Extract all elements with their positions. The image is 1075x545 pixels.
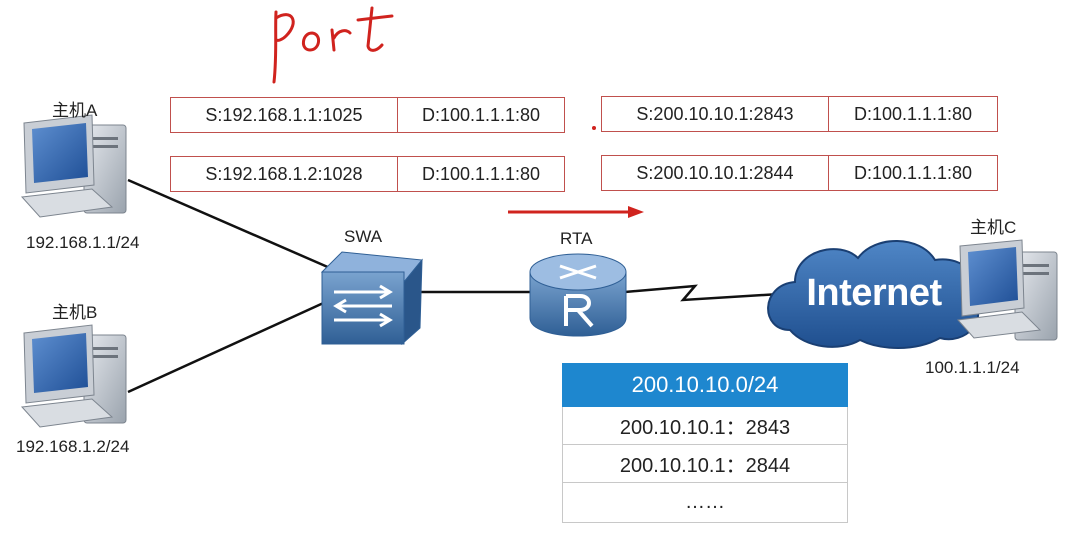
packet-dst: D:100.1.1.1:80	[397, 157, 564, 191]
host-b-pc-icon	[22, 325, 126, 427]
link-hosta-swa	[128, 180, 330, 268]
packet-inside-1: S:192.168.1.1:1025 D:100.1.1.1:80	[170, 97, 565, 133]
host-c-pc-icon	[958, 240, 1057, 340]
packet-src: S:192.168.1.1:1025	[171, 98, 397, 132]
serial-link-rta-internet	[625, 286, 780, 300]
packet-outside-2: S:200.10.10.1:2844 D:100.1.1.1:80	[601, 155, 998, 191]
packet-outside-1: S:200.10.10.1:2843 D:100.1.1.1:80	[601, 96, 998, 132]
packet-dst: D:100.1.1.1:80	[397, 98, 564, 132]
host-a-pc-icon	[22, 115, 126, 217]
host-c-ip: 100.1.1.1/24	[925, 358, 1020, 378]
stray-dot	[592, 126, 596, 130]
host-a-name: 主机A	[52, 96, 97, 121]
handwritten-port-annotation	[274, 8, 392, 82]
router-label: RTA	[560, 229, 592, 249]
router-icon	[530, 254, 626, 336]
packet-src: S:200.10.10.1:2843	[602, 97, 828, 131]
switch-icon	[322, 252, 422, 344]
packet-dst: D:100.1.1.1:80	[828, 97, 997, 131]
nat-table-row: 200.10.10.1：2844	[562, 445, 848, 483]
host-c-name: 主机C	[970, 213, 1016, 238]
host-b-ip: 192.168.1.2/24	[16, 437, 129, 457]
nat-table-row: ……	[562, 483, 848, 523]
packet-inside-2: S:192.168.1.2:1028 D:100.1.1.1:80	[170, 156, 565, 192]
nat-table: 200.10.10.0/24 200.10.10.1：2843 200.10.1…	[562, 363, 848, 523]
host-a-ip: 192.168.1.1/24	[26, 233, 139, 253]
nat-table-row: 200.10.10.1：2843	[562, 407, 848, 445]
nat-table-header: 200.10.10.0/24	[562, 363, 848, 407]
host-b-name: 主机B	[52, 298, 97, 323]
switch-label: SWA	[344, 227, 382, 247]
internet-label: Internet	[794, 272, 954, 315]
packet-dst: D:100.1.1.1:80	[828, 156, 997, 190]
packet-src: S:200.10.10.1:2844	[602, 156, 828, 190]
flow-arrow	[508, 206, 644, 218]
link-hostb-swa	[128, 300, 330, 392]
packet-src: S:192.168.1.2:1028	[171, 157, 397, 191]
